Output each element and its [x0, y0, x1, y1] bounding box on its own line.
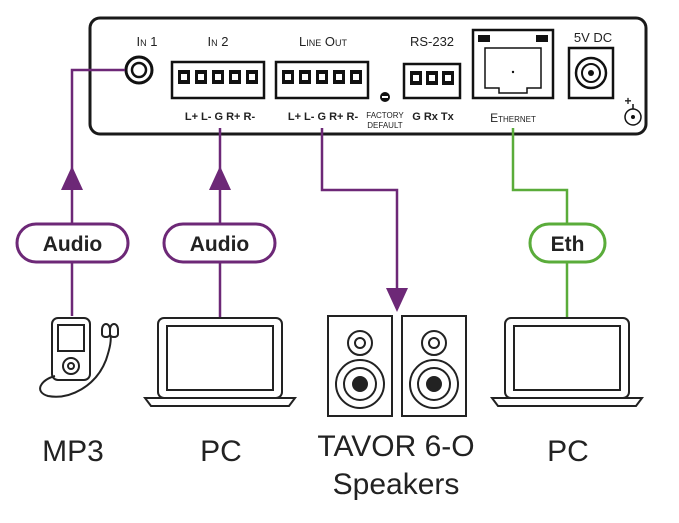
- power-plus-label: +: [624, 94, 631, 108]
- ethernet-port: Ethernet: [471, 28, 555, 125]
- rs232-label: RS-232: [410, 34, 454, 49]
- in2-label: In 2: [208, 34, 229, 49]
- power-label: 5V DC: [574, 30, 612, 45]
- mp3-player-icon: [39, 317, 119, 398]
- audio-label-2-text: Audio: [190, 233, 249, 256]
- in2-pins-label: L+ L- G R+ R-: [185, 111, 256, 123]
- mp3-label: MP3: [42, 435, 104, 468]
- rs232-pins-label: G Rx Tx: [412, 111, 454, 123]
- line-out-link: [320, 128, 408, 312]
- eth-label-text: Eth: [551, 233, 585, 256]
- pc2-laptop-icon: [490, 317, 644, 407]
- factory-label: FACTORY: [366, 111, 404, 120]
- rs232-terminal-block: RS-232 G Rx Tx: [402, 34, 462, 123]
- speakers-icon: [327, 315, 467, 417]
- line-out-terminal-block: Line Out L+ L- G R+ R-: [274, 34, 370, 123]
- audio-label-1-text: Audio: [43, 233, 102, 256]
- in1-label: In 1: [137, 34, 158, 49]
- power-jack: 5V DC +: [567, 30, 642, 126]
- pc1-label: PC: [200, 435, 242, 468]
- pc1-laptop-icon: [143, 317, 297, 407]
- factory-default-button: FACTORY DEFAULT: [366, 92, 404, 130]
- line-out-label: Line Out: [299, 34, 347, 49]
- default-label: DEFAULT: [367, 121, 403, 130]
- speakers-label-line1: TAVOR 6-O: [317, 430, 474, 463]
- speakers-label-line2: Speakers: [333, 468, 460, 501]
- in2-terminal-block: In 2 L+ L- G R+ R-: [170, 34, 266, 123]
- eth-label: Eth: [528, 222, 607, 264]
- in1-jack: In 1: [124, 34, 158, 85]
- line-out-pins-label: L+ L- G R+ R-: [288, 111, 359, 123]
- ethernet-label: Ethernet: [490, 111, 536, 125]
- pc2-label: PC: [547, 435, 589, 468]
- audio-label-1: Audio: [15, 222, 130, 264]
- audio-label-2: Audio: [162, 222, 277, 264]
